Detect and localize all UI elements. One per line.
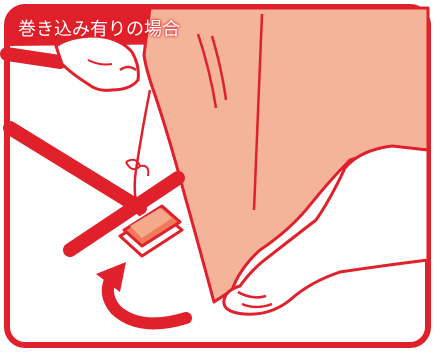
strap-diag-2 (63, 171, 185, 257)
strap-diag-1 (3, 121, 147, 215)
strap-top (0, 47, 67, 69)
header-label: 巻き込み有りの場合 (18, 19, 180, 40)
right-hand (222, 144, 430, 316)
tarp-fold-2 (196, 33, 218, 109)
tarp-fold-3 (210, 35, 228, 101)
rotate-arrow-icon (96, 262, 192, 330)
tarp (142, 6, 430, 304)
cord-knot (125, 158, 150, 177)
buckle (118, 204, 184, 258)
tarp-fold-1 (252, 13, 264, 211)
cord (133, 89, 152, 217)
